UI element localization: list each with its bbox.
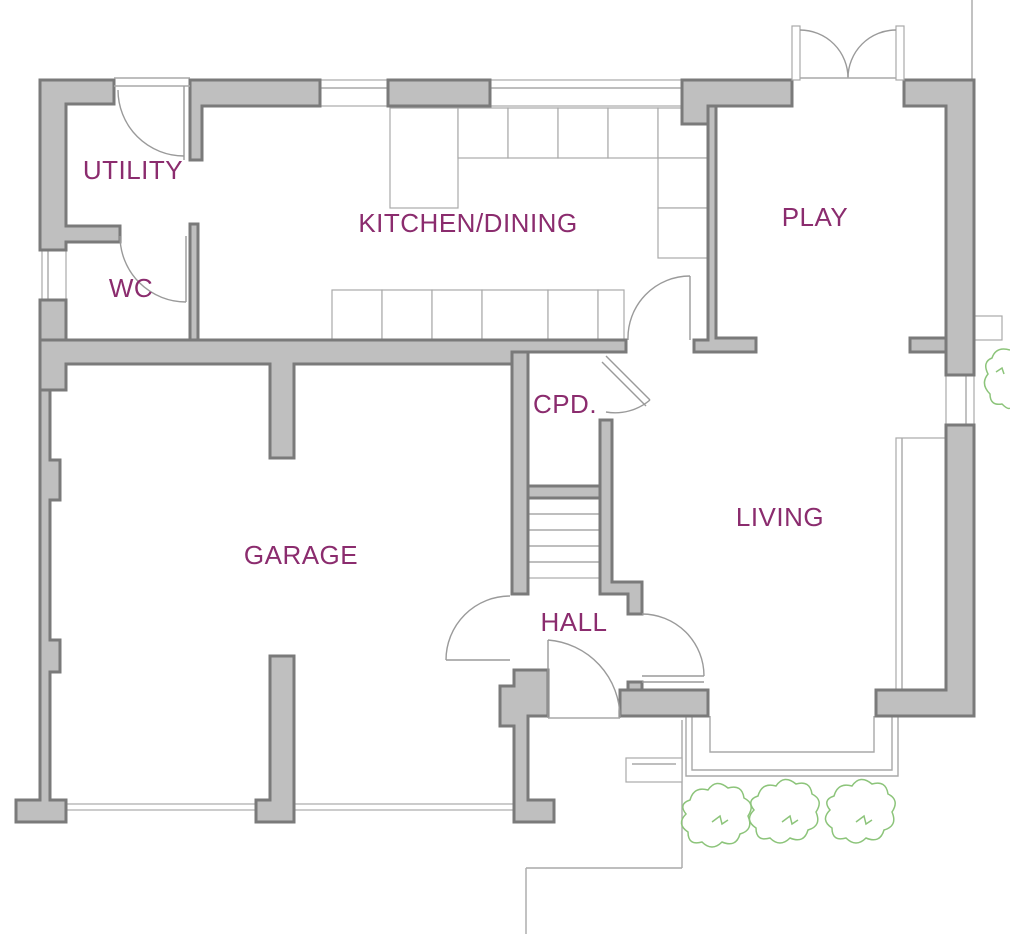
walls xyxy=(14,78,976,824)
window-icon xyxy=(41,249,67,301)
room-labels: UTILITY WC KITCHEN/DINING PLAY CPD. LIVI… xyxy=(83,155,848,637)
window-icon xyxy=(685,716,899,777)
shrub-icon xyxy=(680,782,752,848)
shrub-icon xyxy=(983,348,1010,410)
window-icon xyxy=(945,374,975,426)
door-swing-icon xyxy=(641,613,705,683)
room-label-cupboard: CPD. xyxy=(533,389,597,419)
vent-icon xyxy=(973,315,1003,341)
room-label-hall: HALL xyxy=(540,607,607,637)
room-label-play: PLAY xyxy=(782,202,849,232)
window-icon xyxy=(895,437,947,691)
room-label-wc: WC xyxy=(109,273,153,303)
stairs-icon xyxy=(527,497,601,579)
door-swing-icon xyxy=(601,355,651,414)
door-swing-icon xyxy=(627,275,691,341)
door-swing-icon xyxy=(445,595,511,661)
window-icon xyxy=(489,79,683,107)
shrub-icon xyxy=(824,778,896,844)
shrubs xyxy=(680,348,1010,848)
kitchen-units xyxy=(331,107,709,341)
shrub-icon xyxy=(748,778,820,844)
door-swing-icon xyxy=(547,639,621,719)
room-label-kitchen-dining: KITCHEN/DINING xyxy=(358,208,577,238)
door-swing-icon xyxy=(119,235,187,303)
doors xyxy=(114,25,905,719)
room-label-living: LIVING xyxy=(736,502,824,532)
room-label-utility: UTILITY xyxy=(83,155,183,185)
window-icon xyxy=(319,79,389,107)
step-icon xyxy=(625,757,683,783)
room-label-garage: GARAGE xyxy=(244,540,358,570)
site-lines xyxy=(525,0,973,934)
door-swing-icon xyxy=(791,25,905,81)
door-swing-icon xyxy=(114,77,190,160)
